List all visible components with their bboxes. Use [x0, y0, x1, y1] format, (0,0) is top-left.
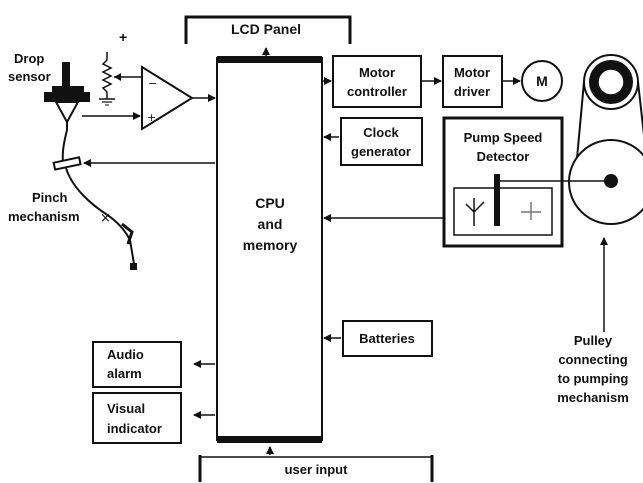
pump-speed-detector-label-line2: Detector	[477, 149, 530, 164]
user-input-block: user input	[198, 455, 434, 482]
motor-icon: M	[521, 60, 563, 102]
amplifier-icon: − +	[141, 65, 194, 131]
cpu-memory-block: CPU and memory	[216, 56, 323, 443]
motor-driver-label-line1: Motor	[454, 65, 490, 80]
svg-text:−: −	[148, 77, 157, 90]
lcd-panel-label: LCD Panel	[231, 21, 301, 37]
pulley-label-line4: mechanism	[557, 390, 629, 405]
visual-indicator-label-line2: indicator	[107, 421, 162, 436]
clock-generator-block: Clock generator	[340, 117, 423, 166]
audio-alarm-label-line2: alarm	[107, 366, 142, 381]
pinch-mechanism-label-line1: Pinch	[32, 190, 67, 205]
pulley-label-line1: Pulley	[574, 333, 613, 348]
motor-controller-block: Motor controller	[332, 55, 422, 108]
pulley-label-line3: to pumping	[558, 371, 629, 386]
drop-sensor-label-line2: sensor	[8, 69, 51, 84]
pump-speed-detector-label-line1: Pump Speed	[464, 130, 543, 145]
slotted-disk	[494, 174, 500, 226]
motor-label: M	[536, 73, 548, 89]
pulley-mechanism	[568, 54, 643, 225]
motor-controller-label-line2: controller	[347, 84, 407, 99]
receiver-icon	[521, 202, 541, 220]
visual-indicator-block: Visual indicator	[92, 392, 182, 444]
visual-indicator-label-line1: Visual	[107, 401, 145, 416]
emitter-icon	[465, 198, 485, 226]
drop-sensor-label-line1: Drop	[14, 51, 44, 66]
pulley-label-line2: connecting	[558, 352, 627, 367]
plus-sign: +	[119, 29, 127, 45]
audio-alarm-label-line1: Audio	[107, 347, 144, 362]
motor-driver-label-line2: driver	[454, 84, 490, 99]
pump-speed-detector-block: Pump Speed Detector	[442, 116, 609, 248]
motor-driver-block: Motor driver	[442, 55, 503, 108]
lcd-panel-block: LCD Panel	[184, 15, 352, 44]
clock-generator-label-line1: Clock	[363, 125, 399, 140]
svg-text:+: +	[147, 111, 156, 124]
batteries-label: Batteries	[359, 331, 415, 346]
pinch-pointer-mark: ×	[100, 211, 111, 226]
audio-alarm-block: Audio alarm	[92, 341, 182, 388]
pinch-mechanism-label-line2: mechanism	[8, 209, 80, 224]
cpu-label-line1: CPU	[255, 195, 285, 211]
cpu-label-line3: memory	[243, 237, 298, 253]
user-input-label: user input	[285, 462, 349, 477]
cpu-label-line2: and	[258, 216, 283, 232]
drop-sensor-icon	[44, 62, 90, 130]
pinch-mechanism-icon	[52, 129, 137, 270]
motor-controller-label-line1: Motor	[359, 65, 395, 80]
clock-generator-label-line2: generator	[351, 144, 411, 159]
potentiometer-icon	[99, 52, 136, 106]
batteries-block: Batteries	[342, 320, 433, 357]
